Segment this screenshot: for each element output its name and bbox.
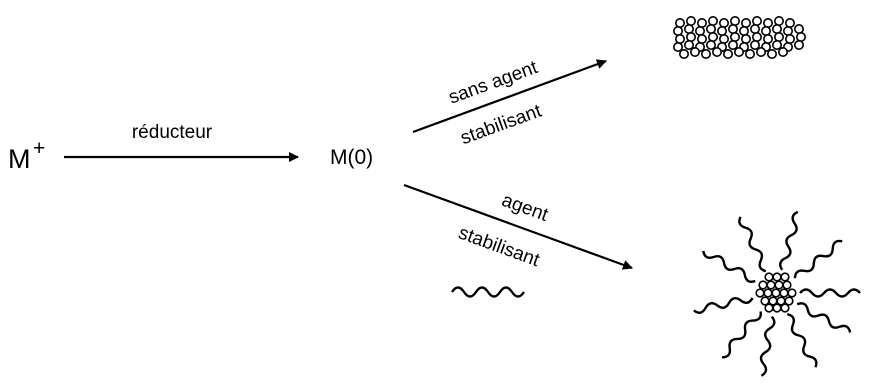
particle — [780, 272, 790, 282]
reactant-charge: + — [33, 137, 45, 160]
particle — [674, 33, 685, 44]
particle — [707, 15, 718, 26]
particle — [718, 33, 729, 44]
particle — [755, 288, 765, 298]
particle — [740, 17, 751, 28]
particle — [727, 23, 738, 34]
particle — [716, 25, 727, 36]
particle — [793, 39, 804, 50]
particle — [793, 23, 804, 34]
particle — [777, 46, 788, 57]
particle — [749, 39, 760, 50]
particle — [760, 25, 771, 36]
particle — [795, 31, 806, 42]
particle — [751, 15, 762, 26]
particle — [711, 46, 722, 57]
particle — [749, 23, 760, 34]
particle — [758, 280, 768, 290]
particle — [727, 39, 738, 50]
particle — [751, 31, 762, 42]
particle — [672, 25, 683, 36]
particle — [683, 39, 694, 50]
particle — [689, 46, 700, 57]
lower-arrow — [403, 183, 633, 270]
ligand-chain — [736, 214, 771, 274]
particle — [733, 46, 744, 57]
particle — [705, 39, 716, 50]
particle — [779, 288, 789, 298]
particle — [707, 31, 718, 42]
particle — [683, 23, 694, 34]
particle — [678, 48, 689, 59]
particle — [762, 17, 773, 28]
nanoparticle-core — [755, 272, 797, 313]
particle — [771, 288, 781, 298]
particle — [773, 31, 784, 42]
particle — [782, 280, 792, 290]
ligand-chain — [798, 288, 862, 298]
particle — [685, 31, 696, 42]
particle — [784, 17, 795, 28]
upper-label-line2: stabilisant — [458, 100, 545, 149]
particle — [772, 303, 782, 313]
particle — [771, 39, 782, 50]
ligand-chain — [782, 311, 820, 371]
ligand-chain — [794, 299, 854, 337]
stabilized-nanoparticle — [691, 209, 862, 378]
particle — [763, 288, 773, 298]
particle — [772, 272, 782, 282]
particle — [718, 17, 729, 28]
particle — [744, 48, 755, 59]
particle — [773, 15, 784, 26]
particle — [740, 33, 751, 44]
particle — [771, 23, 782, 34]
particle — [694, 25, 705, 36]
intermediate-label: M(0) — [330, 146, 373, 169]
reductant-label: réducteur — [132, 122, 213, 143]
particle — [780, 303, 790, 313]
particle — [729, 31, 740, 42]
particle — [762, 33, 773, 44]
particle — [738, 25, 749, 36]
lower-label-line1: agent — [499, 190, 552, 226]
ligand-chain — [791, 237, 846, 283]
upper-label-line1: sans agent — [446, 57, 541, 109]
particle — [764, 272, 774, 282]
aggregated-particles — [672, 15, 806, 59]
particle — [784, 33, 795, 44]
particle — [696, 33, 707, 44]
particle — [674, 17, 685, 28]
particle — [787, 288, 797, 298]
particle — [729, 15, 740, 26]
particle — [766, 280, 776, 290]
particle — [685, 15, 696, 26]
ligand-chain — [718, 307, 765, 361]
particle — [782, 25, 793, 36]
particle — [766, 48, 777, 59]
particle — [722, 48, 733, 59]
particle — [774, 280, 784, 290]
particle — [672, 41, 683, 52]
particle — [700, 48, 711, 59]
reactant-symbol: M — [8, 144, 31, 174]
ligand-chain — [691, 293, 755, 316]
particle — [764, 303, 774, 313]
particle — [705, 23, 716, 34]
particle — [784, 296, 794, 306]
particle — [696, 17, 707, 28]
upper-arrow — [412, 59, 607, 134]
ligand-chain — [777, 209, 803, 272]
ligand-chain — [756, 314, 777, 378]
particle — [755, 46, 766, 57]
ligand-chain — [700, 246, 759, 286]
stabilizer-ligand-icon — [451, 286, 525, 298]
